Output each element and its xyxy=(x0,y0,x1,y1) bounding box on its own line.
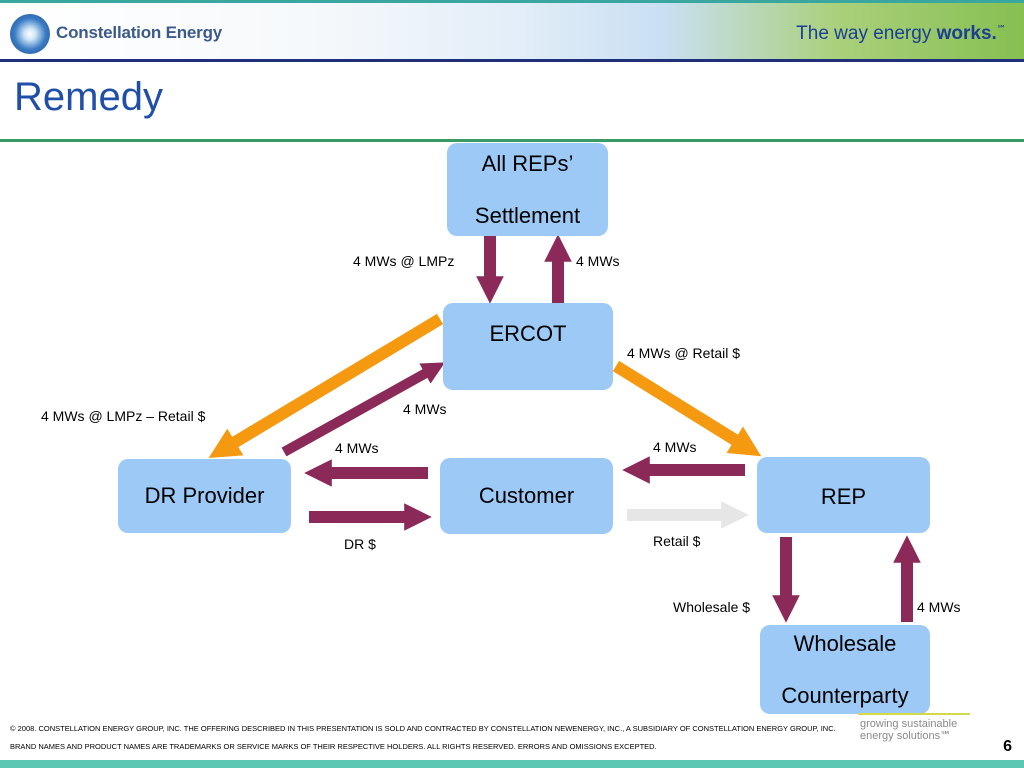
title-divider xyxy=(0,139,1024,142)
wholesale-counterparty-line1: Wholesale xyxy=(793,630,897,656)
page-title: Remedy xyxy=(14,75,163,119)
ercot-to-rep-orange-arrow xyxy=(612,360,762,457)
label-rep-to-customer: 4 MWs xyxy=(653,439,697,455)
tagline-bold: works. xyxy=(936,23,997,44)
rep-box: REP xyxy=(757,457,930,533)
customer-label: Customer xyxy=(478,483,575,508)
ercot-label: ERCOT xyxy=(489,321,567,346)
dr-provider-label: DR Provider xyxy=(144,483,265,508)
dr-provider-box: DR Provider xyxy=(118,459,291,533)
bottom-accent-bar xyxy=(0,760,1024,768)
label-dr-provider-to-ercot: 4 MWs xyxy=(403,401,447,417)
slogan: growing sustainable energy solutions℠ xyxy=(860,718,957,742)
dr-provider-to-ercot-arrow xyxy=(281,362,446,457)
tagline-mark: ℠ xyxy=(996,23,1006,34)
slogan-divider xyxy=(858,713,970,715)
logo-text: Constellation Energy xyxy=(56,23,223,42)
label-customer-to-rep: Retail $ xyxy=(653,533,701,549)
all-reps-settlement-box: All REPs’ Settlement xyxy=(447,143,608,236)
top-accent-bar xyxy=(0,0,1024,3)
label-customer-to-dr-provider: 4 MWs xyxy=(335,440,379,456)
page-number: 6 xyxy=(1003,738,1012,755)
ercot-to-dr-provider-orange-arrow xyxy=(208,313,444,459)
tagline-prefix: The way energy xyxy=(796,23,937,44)
copyright-notice: © 2008. CONSTELLATION ENERGY GROUP, INC.… xyxy=(10,724,836,751)
header-banner: Constellation Energy The way energy work… xyxy=(0,3,1024,59)
all-reps-settlement-line1: All REPs’ xyxy=(481,150,574,176)
constellation-logo-icon xyxy=(10,14,50,54)
rep-label: REP xyxy=(820,484,867,509)
slogan-line1: growing sustainable xyxy=(860,718,958,730)
label-settlement-to-ercot: 4 MWs @ LMPz xyxy=(353,253,455,269)
wholesale-counterparty-box: Wholesale Counterparty xyxy=(760,625,930,714)
customer-box: Customer xyxy=(440,458,613,534)
label-ercot-to-rep: 4 MWs @ Retail $ xyxy=(627,345,741,361)
label-rep-to-wholesale: Wholesale $ xyxy=(673,599,751,615)
wholesale-counterparty-line2: Counterparty xyxy=(781,682,909,708)
label-dr-provider-to-customer: DR $ xyxy=(344,536,376,552)
header-divider xyxy=(0,59,1024,62)
label-ercot-to-settlement: 4 MWs xyxy=(576,253,620,269)
ercot-box: ERCOT xyxy=(443,303,613,390)
all-reps-settlement-line2: Settlement xyxy=(474,202,581,228)
slogan-line2: energy solutions℠ xyxy=(860,730,952,742)
label-wholesale-to-rep: 4 MWs xyxy=(917,599,961,615)
tagline: The way energy works.℠ xyxy=(796,23,1006,45)
label-ercot-to-dr-provider: 4 MWs @ LMPz – Retail $ xyxy=(41,408,206,424)
